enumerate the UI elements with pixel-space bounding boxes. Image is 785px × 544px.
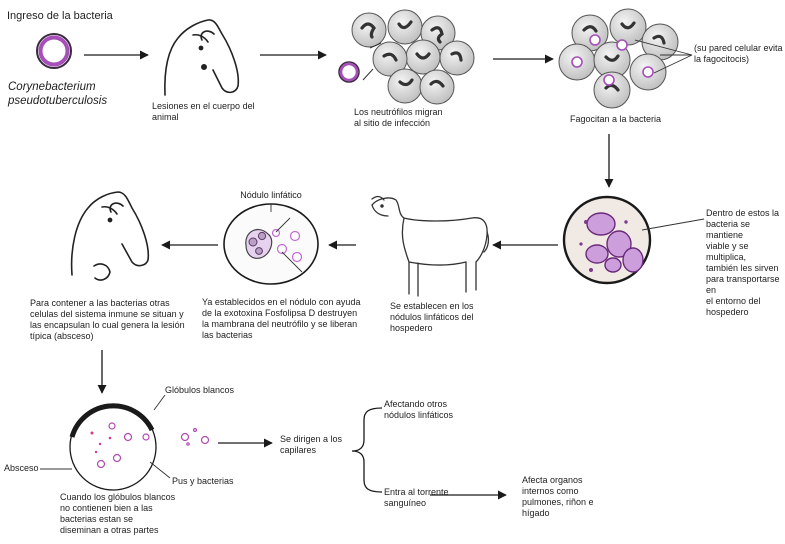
neutrophils-group-icon [339, 10, 474, 104]
label-cell-wall-note: (su pared celular evita la fagocitocis) [694, 43, 784, 65]
phagocytosis-cells-icon [559, 9, 692, 108]
sheep-head-abscess-icon [72, 192, 149, 280]
label-destroy: Ya establecidos en el nódulo con ayuda d… [202, 297, 372, 341]
label-contain: Para contener a las bacterias otras celu… [30, 298, 195, 342]
label-capillaries: Se dirigen a los capilares [280, 434, 360, 456]
label-other-nodes: Afectando otros nódulos linfáticos [384, 399, 484, 421]
label-lymph-node: Nódulo linfático [226, 190, 316, 201]
bacterium-icon [37, 34, 71, 68]
label-migrate: Los neutrófilos migran al sitio de infec… [354, 107, 484, 129]
label-organs: Afecta organos internos como pulmones, r… [522, 475, 622, 519]
infected-neutrophil-icon [564, 197, 704, 283]
label-pus: Pus y bacterias [172, 476, 272, 487]
label-phagocytize: Fagocitan a la bacteria [570, 114, 690, 125]
label-white-cells: Glóbulos blancos [165, 385, 265, 396]
sheep-head-icon [165, 20, 238, 95]
label-lymph-settle: Se establecen en los nódulos linfáticos … [390, 301, 500, 334]
label-survive: Dentro de estos la bacteria se mantiene … [706, 208, 785, 318]
label-bloodstream: Entra al torrente sanguíneo [384, 487, 474, 509]
diagram-title: Ingreso de la bacteria [7, 10, 177, 23]
label-lesions: Lesiones en el cuerpo del animal [152, 101, 282, 123]
label-abscess: Absceso [4, 463, 54, 474]
species-name: Corynebacterium pseudotuberculosis [8, 80, 138, 108]
sheep-icon [372, 197, 488, 297]
label-spread: Cuando los glóbulos blancos no contienen… [60, 492, 200, 536]
lymph-node-icon [224, 204, 318, 284]
